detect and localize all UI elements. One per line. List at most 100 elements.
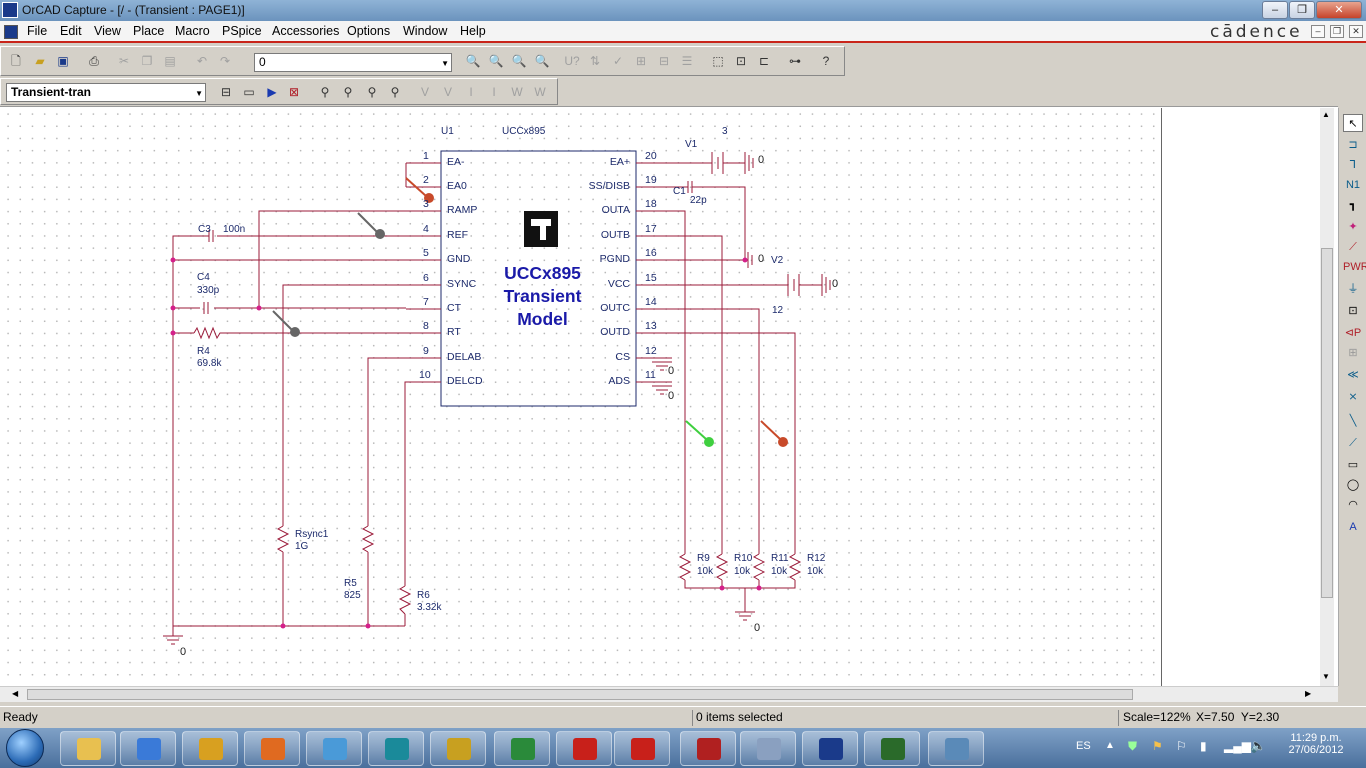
- taskbar-explorer-button[interactable]: [60, 731, 116, 766]
- menu-file[interactable]: File: [27, 24, 48, 38]
- undo-icon[interactable]: ↶: [196, 54, 208, 68]
- annotate-icon[interactable]: U?: [564, 54, 580, 68]
- copy-icon[interactable]: ❐: [141, 54, 153, 68]
- project-manager-icon[interactable]: ⊡: [735, 54, 747, 68]
- taskbar-media-player-button[interactable]: [120, 731, 176, 766]
- place-line-icon[interactable]: ╲: [1349, 415, 1357, 427]
- edit-profile-icon[interactable]: ▭: [243, 85, 255, 99]
- place-net-alias-icon[interactable]: N1: [1345, 179, 1361, 191]
- zoom-area-icon[interactable]: 🔍: [511, 54, 527, 68]
- tray-safe-remove-icon[interactable]: ⛊: [1128, 739, 1138, 753]
- diff-marker-icon[interactable]: ⚲: [343, 85, 353, 99]
- new-icon[interactable]: 🗋: [11, 54, 21, 68]
- find-icon[interactable]: ⊶: [789, 54, 801, 68]
- enable-current-icon[interactable]: I: [492, 85, 496, 99]
- taskbar-tool-button[interactable]: [430, 731, 486, 766]
- place-ellipse-icon[interactable]: ◯: [1346, 479, 1360, 491]
- zoom-all-icon[interactable]: 🔍: [534, 54, 550, 68]
- bias-current-icon[interactable]: I: [469, 85, 473, 99]
- bias-power-icon[interactable]: W: [511, 85, 523, 99]
- menu-edit[interactable]: Edit: [60, 24, 82, 38]
- cross-ref-icon[interactable]: ⊟: [658, 54, 670, 68]
- mdi-restore-button[interactable]: ❐: [1330, 25, 1344, 38]
- taskbar-photo-viewer-button[interactable]: [928, 731, 984, 766]
- close-button[interactable]: ✕: [1316, 1, 1362, 19]
- taskbar-chrome-button[interactable]: [182, 731, 238, 766]
- language-indicator[interactable]: ES: [1076, 740, 1091, 752]
- taskbar-excel-button[interactable]: [494, 731, 550, 766]
- maximize-button[interactable]: ❐: [1289, 1, 1315, 19]
- place-rectangle-icon[interactable]: ▭: [1347, 459, 1359, 471]
- menu-options[interactable]: Options: [347, 24, 391, 38]
- voltage-marker-icon[interactable]: ⚲: [320, 85, 330, 99]
- tray-battery-icon[interactable]: ▮: [1200, 739, 1207, 753]
- vertical-scroll-thumb[interactable]: [1321, 248, 1333, 598]
- place-junction-icon[interactable]: ✦: [1348, 221, 1358, 233]
- print-icon[interactable]: ⎙: [89, 54, 99, 68]
- back-annotate-icon[interactable]: ⇅: [589, 54, 601, 68]
- menu-pspice[interactable]: PSpice: [222, 24, 262, 38]
- tray-volume-icon[interactable]: 🔈: [1250, 738, 1267, 753]
- bias-voltage-icon[interactable]: V: [420, 85, 429, 99]
- select-tool-icon[interactable]: ↖: [1343, 114, 1363, 132]
- place-text-icon[interactable]: A: [1349, 521, 1357, 533]
- simulation-profile-combo[interactable]: Transient-tran ▼: [6, 83, 206, 102]
- power-marker-icon[interactable]: ⚲: [390, 85, 400, 99]
- off-page-connector-icon[interactable]: ≪: [1347, 369, 1359, 381]
- taskbar-acrobat-button[interactable]: [614, 731, 670, 766]
- place-hierarchical-block-icon[interactable]: ⊡: [1348, 305, 1358, 317]
- drc-icon[interactable]: ✓: [612, 54, 624, 68]
- clock[interactable]: 11:29 p.m. 27/06/2012: [1276, 732, 1356, 756]
- no-connect-icon[interactable]: ⨯: [1348, 391, 1358, 403]
- taskbar-calculator-button[interactable]: [740, 731, 796, 766]
- tray-flag-icon[interactable]: ⚐: [1176, 739, 1187, 753]
- scroll-down-icon[interactable]: ▼: [1322, 672, 1330, 681]
- horizontal-scrollbar[interactable]: ◀ ▶: [0, 686, 1338, 702]
- scroll-left-icon[interactable]: ◀: [12, 689, 19, 698]
- menu-window[interactable]: Window: [403, 24, 448, 38]
- show-hidden-icons-icon[interactable]: ▲: [1105, 740, 1115, 751]
- minimize-button[interactable]: ‒: [1262, 1, 1288, 19]
- taskbar-flash-button[interactable]: [556, 731, 612, 766]
- scroll-up-icon[interactable]: ▲: [1322, 110, 1330, 119]
- place-polyline-icon[interactable]: ⟋: [1349, 437, 1357, 449]
- start-button[interactable]: [6, 729, 44, 767]
- scroll-right-icon[interactable]: ▶: [1305, 689, 1312, 698]
- tray-network-icon[interactable]: ▂▄▆: [1224, 739, 1251, 753]
- place-power-icon[interactable]: PWR: [1343, 261, 1366, 273]
- place-ground-icon[interactable]: ⏚: [1347, 283, 1359, 295]
- place-part-icon[interactable]: ⊐: [1348, 139, 1358, 151]
- view-results-icon[interactable]: ⊠: [288, 85, 300, 99]
- place-pin-icon[interactable]: ⊞: [1348, 347, 1358, 359]
- current-marker-icon[interactable]: ⚲: [367, 85, 377, 99]
- document-icon[interactable]: [4, 25, 18, 39]
- place-wire-icon[interactable]: ⅂: [1349, 159, 1357, 171]
- zoom-out-icon[interactable]: 🔍: [488, 54, 504, 68]
- taskbar-orcad-schematic-button[interactable]: [368, 731, 424, 766]
- place-bus-icon[interactable]: ┓: [1349, 199, 1357, 211]
- netlist-icon[interactable]: ⊞: [635, 54, 647, 68]
- enable-power-icon[interactable]: W: [534, 85, 546, 99]
- horizontal-scroll-thumb[interactable]: [27, 689, 1133, 700]
- paste-icon[interactable]: ▤: [164, 54, 176, 68]
- open-icon[interactable]: ▰: [35, 54, 45, 68]
- menu-help[interactable]: Help: [460, 24, 486, 38]
- orcad-app-icon[interactable]: [2, 2, 18, 18]
- zoom-in-icon[interactable]: 🔍: [465, 54, 481, 68]
- redo-icon[interactable]: ↷: [219, 54, 231, 68]
- vertical-scrollbar[interactable]: ▲ ▼: [1320, 108, 1334, 686]
- place-port-icon[interactable]: ⊲P: [1344, 327, 1362, 339]
- place-arc-icon[interactable]: ◠: [1348, 499, 1358, 511]
- menu-place[interactable]: Place: [133, 24, 165, 38]
- mdi-close-button[interactable]: ✕: [1349, 25, 1363, 38]
- cut-icon[interactable]: ✂: [118, 54, 130, 68]
- menu-macro[interactable]: Macro: [175, 24, 210, 38]
- tray-action-center-icon[interactable]: ⚑: [1152, 739, 1163, 753]
- taskbar-firefox-button[interactable]: [244, 731, 300, 766]
- new-profile-icon[interactable]: ⊟: [220, 85, 232, 99]
- part-combo[interactable]: 0 ▼: [254, 53, 452, 72]
- enable-voltage-icon[interactable]: V: [443, 85, 452, 99]
- place-bus-entry-icon[interactable]: ⟋: [1349, 241, 1357, 253]
- taskbar-calendar-button[interactable]: [680, 731, 736, 766]
- taskbar-waveform-button[interactable]: [864, 731, 920, 766]
